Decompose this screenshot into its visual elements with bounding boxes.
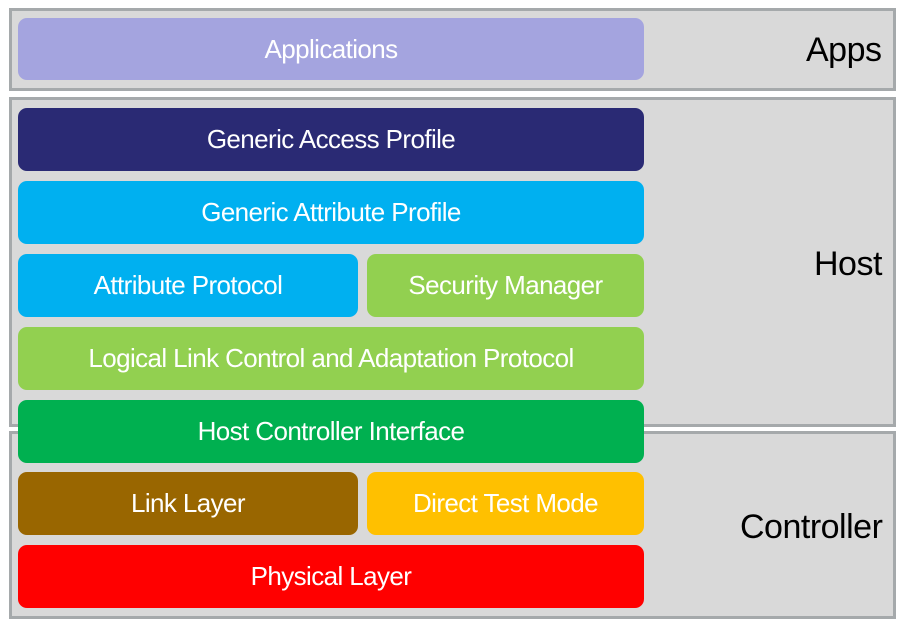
- attribute-protocol-block: Attribute Protocol: [18, 254, 358, 317]
- host-controller-interface-block: Host Controller Interface: [18, 400, 644, 463]
- apps-label: Apps: [806, 31, 882, 69]
- direct-test-mode-block: Direct Test Mode: [367, 472, 644, 535]
- l2cap-block: Logical Link Control and Adaptation Prot…: [18, 327, 644, 390]
- applications-block: Applications: [18, 18, 644, 80]
- link-layer-block: Link Layer: [18, 472, 358, 535]
- security-manager-block: Security Manager: [367, 254, 644, 317]
- physical-layer-block: Physical Layer: [18, 545, 644, 608]
- generic-attribute-profile-block: Generic Attribute Profile: [18, 181, 644, 244]
- controller-label: Controller: [740, 508, 883, 546]
- generic-access-profile-block: Generic Access Profile: [18, 108, 644, 171]
- host-label: Host: [814, 245, 882, 283]
